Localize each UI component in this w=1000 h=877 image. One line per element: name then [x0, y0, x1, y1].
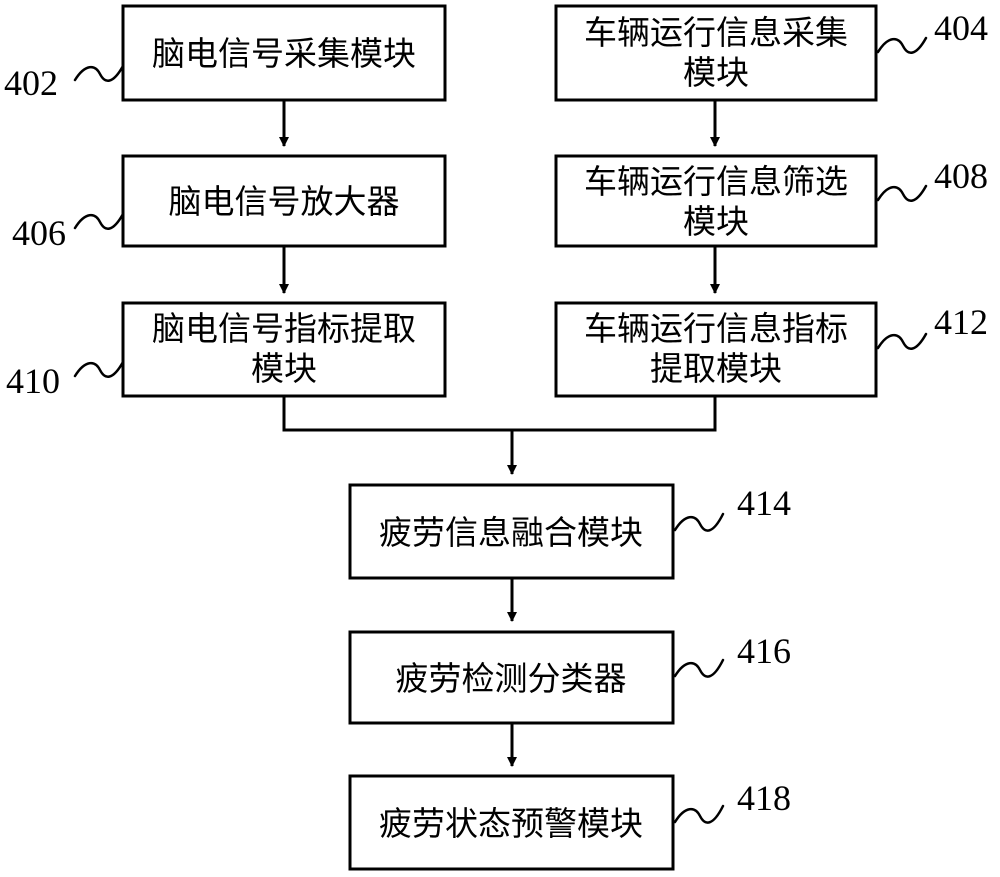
ref-414: 414: [737, 483, 791, 523]
block-416: 疲劳检测分类器 416: [348, 630, 791, 725]
leader-414: [673, 512, 725, 532]
merge-line: [282, 396, 717, 432]
ref-418: 418: [737, 778, 791, 818]
block-416-label: 疲劳检测分类器: [396, 659, 627, 698]
ref-416: 416: [737, 631, 791, 671]
block-408-label-line2: 模块: [683, 202, 749, 241]
block-412-label-line2: 提取模块: [650, 349, 782, 388]
block-402-label: 脑电信号采集模块: [152, 34, 416, 73]
block-410: 脑电信号指标提取 模块 410: [6, 301, 447, 401]
ref-406: 406: [12, 213, 66, 253]
block-418-label: 疲劳状态预警模块: [379, 804, 643, 843]
leader-418: [673, 804, 725, 824]
ref-412: 412: [934, 302, 988, 342]
leader-416: [673, 658, 725, 678]
leader-412: [876, 332, 928, 350]
ref-404: 404: [934, 8, 988, 48]
block-414: 疲劳信息融合模块 414: [348, 483, 791, 580]
leader-410: [73, 360, 125, 378]
leader-404: [876, 36, 928, 54]
block-408-label-line1: 车辆运行信息筛选: [584, 162, 848, 201]
connectors: [279, 100, 720, 767]
block-406-label: 脑电信号放大器: [169, 182, 400, 221]
block-404-label-line2: 模块: [683, 53, 749, 92]
leader-406: [73, 212, 125, 230]
block-404: 车辆运行信息采集 模块 404: [554, 4, 988, 102]
block-412: 车辆运行信息指标 提取模块 412: [554, 301, 988, 398]
ref-410: 410: [6, 361, 60, 401]
block-414-label: 疲劳信息融合模块: [379, 513, 643, 552]
ref-402: 402: [4, 63, 58, 103]
leader-402: [73, 64, 125, 82]
block-410-label-line1: 脑电信号指标提取: [152, 309, 416, 348]
block-412-label-line1: 车辆运行信息指标: [584, 309, 848, 348]
block-418: 疲劳状态预警模块 418: [348, 774, 791, 871]
block-404-label-line1: 车辆运行信息采集: [584, 13, 848, 52]
block-406: 脑电信号放大器 406: [12, 154, 447, 253]
ref-408: 408: [934, 156, 988, 196]
leader-408: [876, 184, 928, 202]
block-408: 车辆运行信息筛选 模块 408: [554, 154, 988, 248]
block-402: 脑电信号采集模块 402: [4, 4, 447, 103]
block-410-label-line2: 模块: [251, 349, 317, 388]
